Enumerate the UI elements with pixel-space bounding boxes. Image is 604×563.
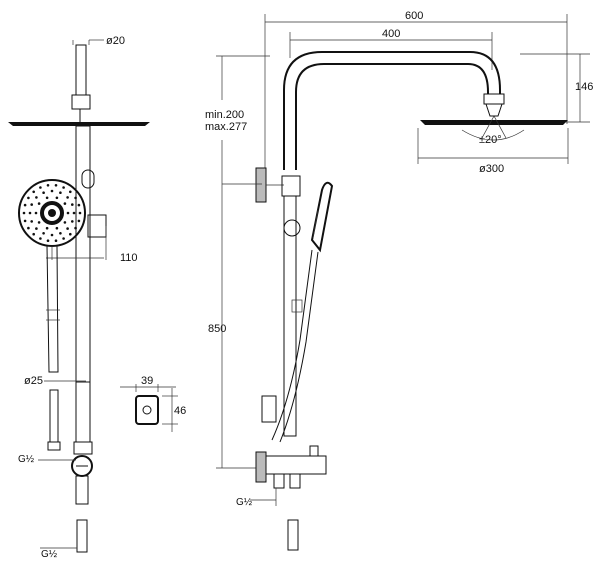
nozzle-dot (74, 196, 77, 200)
nozzle-dot (28, 211, 32, 215)
nozzle-dot (42, 232, 45, 235)
head-drop-label: 146 (575, 81, 593, 93)
nozzle-dot (54, 239, 58, 242)
nozzle-dot (45, 196, 49, 200)
column-clamp (281, 175, 301, 197)
nozzle-dot (37, 221, 41, 224)
pipe-diameter-label: ø20 (106, 35, 125, 47)
nozzle-dot (62, 186, 65, 189)
nozzle-dot (77, 219, 81, 223)
bracket-width-label: 39 (141, 375, 153, 387)
nozzle-dot (69, 190, 72, 194)
front-hand-shower (310, 181, 334, 253)
nozzle-dot (71, 203, 74, 206)
top-pipe (75, 44, 87, 96)
nozzle-dot (32, 232, 35, 236)
front-column (283, 195, 297, 437)
nozzle-dot (35, 227, 38, 230)
diverter-body (73, 441, 93, 455)
front-hose (271, 249, 313, 441)
nozzle-dot (23, 219, 27, 223)
inlet-thread-right-label: G½ (236, 497, 253, 508)
holder-ring (81, 169, 95, 189)
hand-holder (283, 219, 301, 237)
nozzle-dot (63, 221, 67, 224)
nozzle-dot (46, 239, 50, 242)
adjust-max-label: max.277 (205, 121, 247, 133)
arm-reach-label: 400 (382, 28, 400, 40)
nozzle-dot (23, 203, 27, 207)
front-head-connector (483, 93, 505, 105)
nozzle-dot (63, 202, 67, 205)
head-diameter-label: ø300 (479, 163, 504, 175)
nozzle-dot (55, 226, 59, 230)
nozzle-dot (30, 203, 33, 206)
nozzle-dot (45, 226, 49, 230)
nozzle-dot (27, 196, 30, 200)
front-view: 600 400 146 ±20° ø300 min.200 max.277 (205, 10, 593, 551)
nozzle-dot (39, 186, 42, 189)
nozzle-dot (62, 237, 65, 240)
nozzle-dot (77, 203, 81, 207)
nozzle-dot (35, 196, 38, 199)
nozzle-dot (42, 191, 45, 194)
spray-nozzles (22, 184, 82, 242)
inlet-thread-mid-label: G½ (18, 454, 35, 465)
nozzle-dot (78, 211, 82, 215)
inlet-thread-bottom-label: G½ (41, 549, 58, 560)
hand-shower-offset-label: 110 (120, 252, 138, 264)
nozzle-dot (46, 184, 50, 187)
nozzle-dot (30, 220, 33, 223)
shower-arm (283, 51, 501, 170)
nozzle-dot (55, 196, 59, 200)
wall-bracket (135, 395, 159, 425)
front-head-plate (420, 120, 568, 125)
bracket-height-label: 46 (174, 405, 186, 417)
nozzle-dot (59, 232, 62, 235)
nozzle-dot (66, 196, 69, 199)
side-view: ø20 110 ø25 (8, 35, 150, 560)
nozzle-dot (66, 211, 70, 215)
nozzle-dot (37, 202, 41, 205)
bottom-fitting (76, 519, 88, 553)
overall-reach-label: 600 (405, 10, 423, 22)
nozzle-dot (74, 226, 77, 230)
front-diverter (265, 455, 327, 475)
nozzle-dot (72, 211, 76, 215)
adjust-min-label: min.200 (205, 109, 244, 121)
nozzle-dot (54, 184, 58, 187)
nozzle-dot (66, 227, 69, 230)
nozzle-dot (69, 232, 72, 236)
hose-segment (49, 389, 59, 443)
nozzle-dot (50, 189, 54, 193)
nozzle-dot (32, 190, 35, 194)
column-height-label: 850 (208, 323, 226, 335)
nozzle-dot (71, 220, 74, 223)
wall-mount-top (255, 167, 267, 203)
bracket-detail: 39 46 (120, 375, 186, 432)
tilt-angle-label: ±20° (479, 134, 502, 146)
nozzle-dot (34, 211, 38, 215)
head-connector (71, 94, 91, 110)
nozzle-dot (22, 211, 26, 215)
hand-shower-handle (46, 245, 59, 373)
nozzle-dot (27, 226, 30, 230)
nozzle-dot (39, 237, 42, 240)
wall-mount-bottom (255, 451, 267, 483)
slider (261, 395, 277, 423)
head-plate (8, 122, 150, 126)
nozzle-dot (59, 191, 62, 194)
front-bottom-fitting (287, 519, 299, 551)
main-column (75, 125, 91, 383)
holder-bracket (87, 214, 107, 238)
nozzle-dot (50, 233, 54, 237)
hose-diameter-label: ø25 (24, 375, 43, 387)
